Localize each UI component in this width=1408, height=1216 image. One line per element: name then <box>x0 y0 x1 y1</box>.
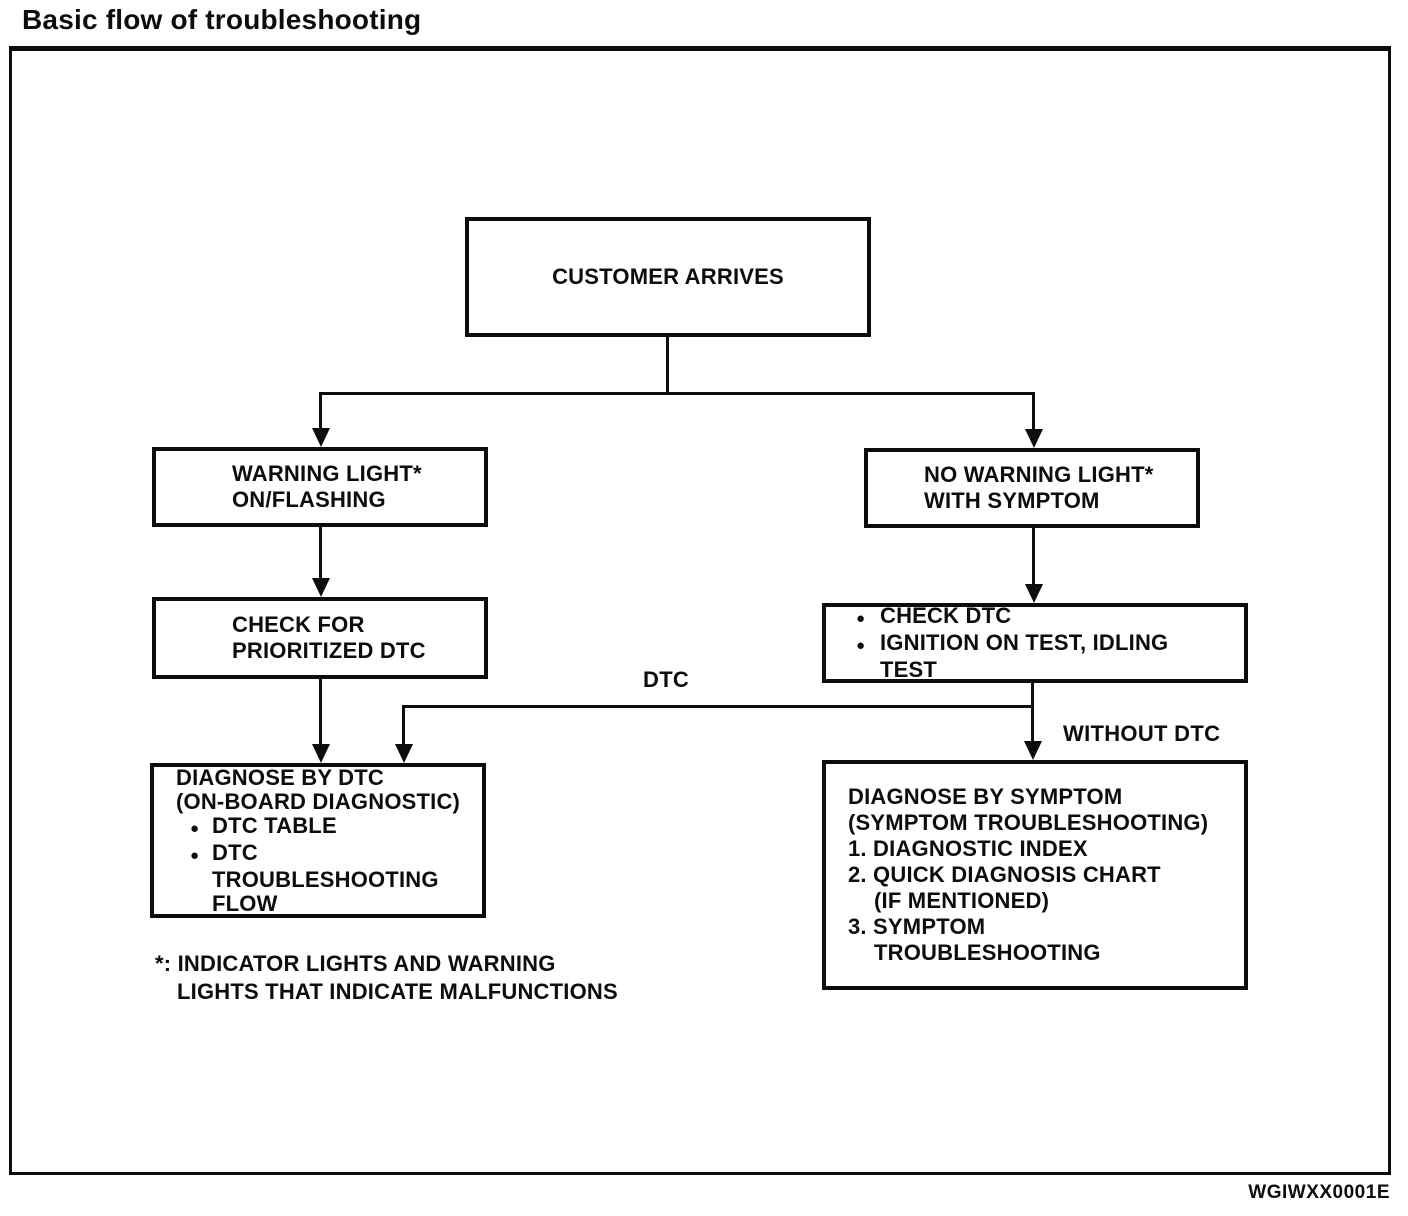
bullet-icon: ● <box>856 637 866 654</box>
bullet-icon: ● <box>190 819 200 837</box>
connector-nowarning-to-checkdtc <box>1032 528 1035 585</box>
edge-label-without-dtc: WITHOUT DTC <box>1063 721 1221 746</box>
page-title: Basic flow of troubleshooting <box>22 4 422 35</box>
node-label: CUSTOMER ARRIVES <box>552 264 784 289</box>
node-label: CHECK FOR PRIORITIZED DTC <box>232 612 426 663</box>
node-check-dtc: ● CHECK DTC ● IGNITION ON TEST, IDLING T… <box>822 603 1248 683</box>
connector-warning-to-checkprior <box>319 527 322 579</box>
node-no-warning-light: NO WARNING LIGHT* WITH SYMPTOM <box>864 448 1200 528</box>
footnote: *: INDICATOR LIGHTS AND WARNING LIGHTS T… <box>155 951 618 1004</box>
node-label: DIAGNOSE BY SYMPTOM (SYMPTOM TROUBLESHOO… <box>848 784 1209 965</box>
arrowhead-warning <box>312 428 330 447</box>
connector-checkprior-to-diagdtc <box>319 679 322 745</box>
arrowhead-diagsym <box>1024 741 1042 760</box>
node-label: WARNING LIGHT* ON/FLASHING <box>232 461 422 512</box>
connector-to-warning <box>319 392 322 430</box>
node-check-prioritized-dtc: CHECK FOR PRIORITIZED DTC <box>152 597 488 679</box>
arrowhead-no-warning <box>1025 429 1043 448</box>
node-warning-light: WARNING LIGHT* ON/FLASHING <box>152 447 488 527</box>
arrowhead-diagdtc-left <box>312 744 330 763</box>
node-label: DIAGNOSE BY DTC (ON-BOARD DIAGNOSTIC) ● … <box>176 764 461 916</box>
arrowhead-diagdtc-right <box>395 744 413 763</box>
bullet-icon: ● <box>856 610 866 627</box>
bullet-icon: ● <box>190 846 200 864</box>
connector-dtc-horizontal <box>402 705 1034 708</box>
node-diagnose-by-symptom: DIAGNOSE BY SYMPTOM (SYMPTOM TROUBLESHOO… <box>822 760 1248 990</box>
edge-label-dtc: DTC <box>643 667 690 692</box>
arrowhead-checkprior <box>312 578 330 597</box>
arrowhead-checkdtc <box>1025 584 1043 603</box>
connector-to-no-warning <box>1032 392 1035 430</box>
figure-code: WGIWXX0001E <box>1248 1182 1390 1203</box>
node-label: NO WARNING LIGHT* WITH SYMPTOM <box>924 462 1154 513</box>
diagram-border <box>9 46 1391 1175</box>
connector-customer-drop <box>666 337 669 394</box>
node-customer-arrives: CUSTOMER ARRIVES <box>465 217 871 337</box>
connector-branch-horizontal <box>319 392 1035 395</box>
node-label: ● CHECK DTC ● IGNITION ON TEST, IDLING T… <box>856 603 1169 682</box>
connector-dtc-drop <box>402 705 405 745</box>
node-diagnose-by-dtc: DIAGNOSE BY DTC (ON-BOARD DIAGNOSTIC) ● … <box>150 763 486 918</box>
connector-checkdtc-to-diagsym <box>1031 683 1034 742</box>
